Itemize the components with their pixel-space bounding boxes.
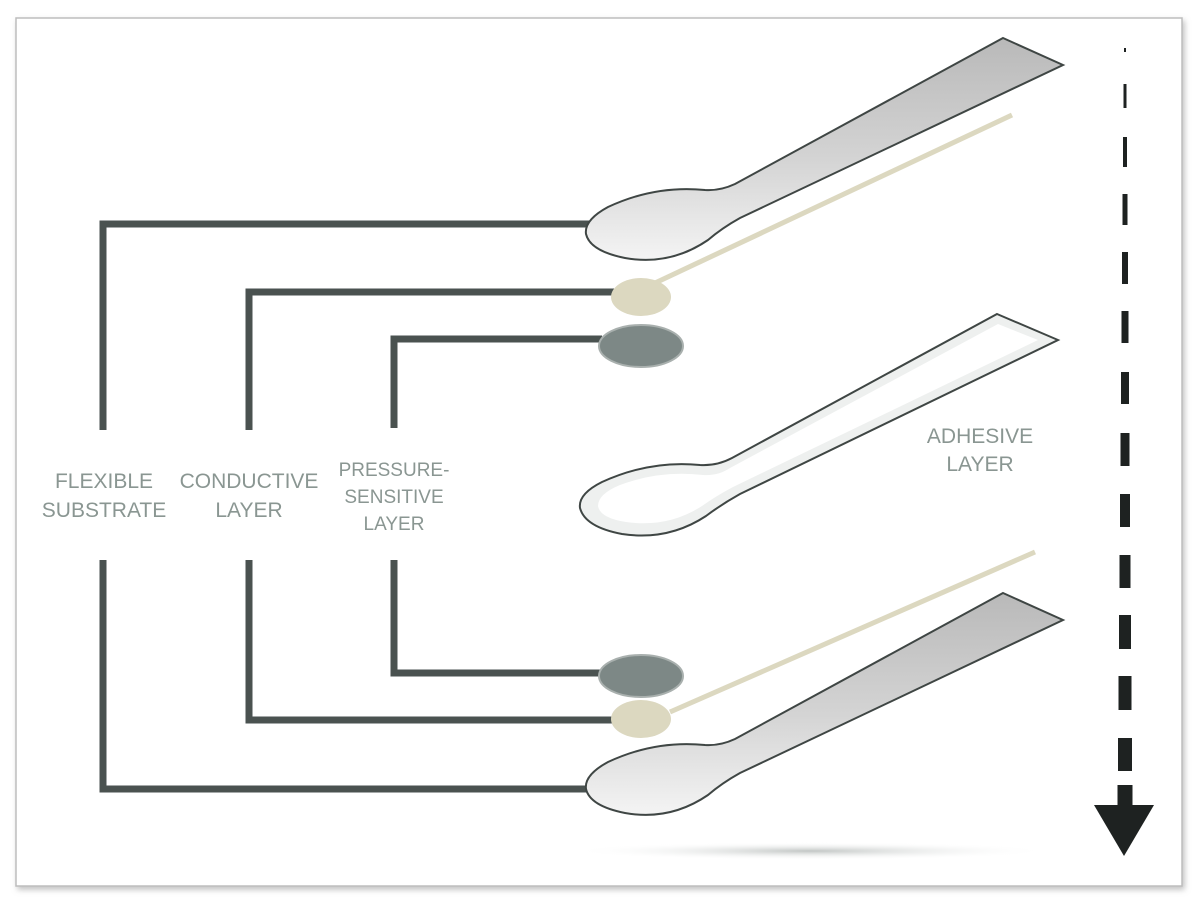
adhesive-layer-inner [598, 324, 1038, 524]
label-conductive-layer-line2: LAYER [215, 499, 282, 522]
connector-conductive-bottom [245, 560, 614, 724]
label-pressure-sensitive-layer-line3: LAYER [364, 514, 425, 535]
label-conductive-layer: CONDUCTIVE LAYER [180, 470, 319, 522]
label-adhesive-layer: ADHESIVE LAYER [927, 425, 1033, 476]
connector-pressure-bottom [390, 560, 602, 677]
label-pressure-sensitive-layer: PRESSURE- SENSITIVE LAYER [339, 460, 450, 535]
label-conductive-layer-line1: CONDUCTIVE [180, 470, 319, 493]
pressure-pad-bottom [598, 654, 684, 698]
connector-substrate-bottom [99, 560, 592, 793]
pressure-pad-top [598, 324, 684, 368]
conductive-trace-bottom [668, 549, 1037, 715]
connector-conductive-top [245, 288, 614, 430]
label-adhesive-layer-line1: ADHESIVE [927, 425, 1033, 448]
label-flexible-substrate: FLEXIBLE SUBSTRATE [42, 470, 166, 522]
conductive-pad-bottom [611, 700, 671, 738]
label-flexible-substrate-line1: FLEXIBLE [55, 470, 153, 493]
conductive-pad-top [611, 278, 671, 316]
conductive-trace-top [653, 112, 1014, 286]
flexible-substrate-bottom [584, 591, 1066, 816]
connector-substrate-top [99, 220, 590, 430]
label-pressure-sensitive-layer-line1: PRESSURE- [339, 460, 450, 481]
label-pressure-sensitive-layer-line2: SENSITIVE [344, 487, 443, 508]
flexible-substrate-top [584, 36, 1066, 261]
label-flexible-substrate-line2: SUBSTRATE [42, 499, 166, 522]
connector-lines [99, 220, 614, 793]
arrow-down-dashed-icon [1094, 48, 1154, 856]
label-adhesive-layer-line2: LAYER [946, 453, 1013, 476]
connector-pressure-top [390, 335, 602, 428]
ground-shadow [570, 842, 1050, 860]
frame [15, 17, 1183, 887]
